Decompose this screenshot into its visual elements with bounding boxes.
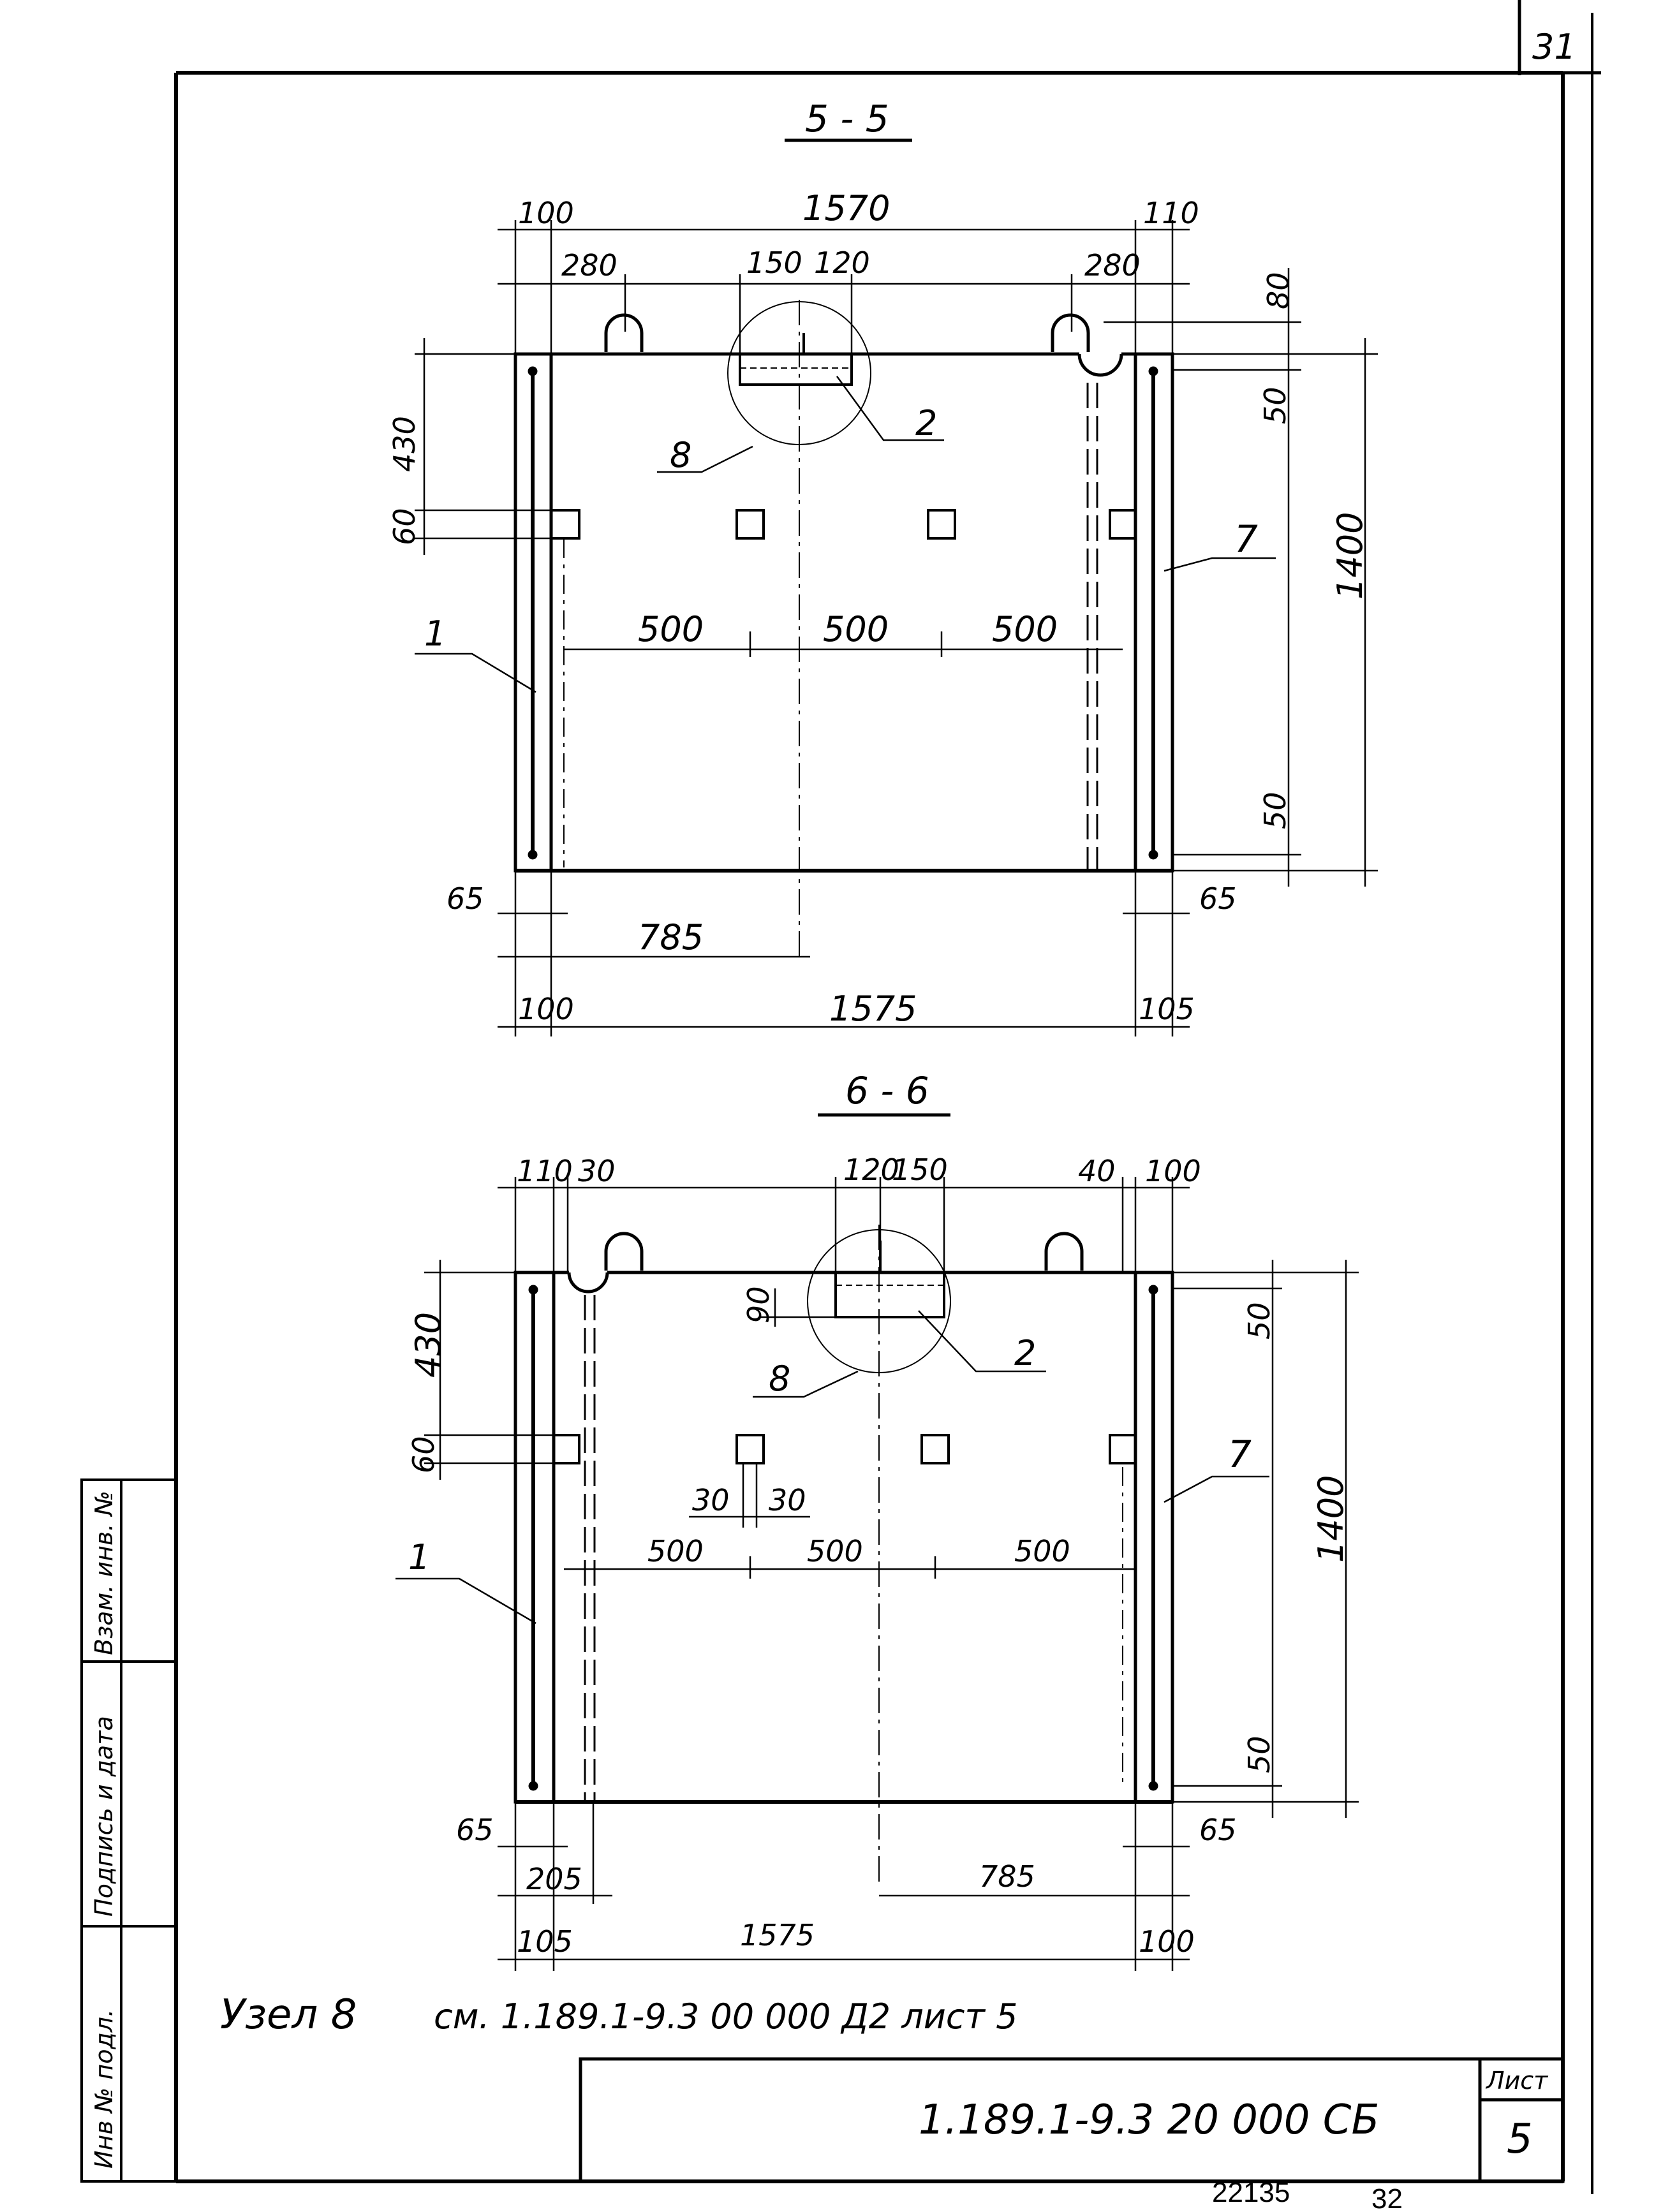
- side-stamp: Инв № подл. Подпись и дата Взам. инв. №: [80, 1478, 177, 2183]
- dim-label: 50: [1242, 1302, 1276, 1339]
- dim-label: 110: [517, 1154, 573, 1188]
- dim-label: 500: [823, 609, 889, 649]
- dimension-lines: [395, 1177, 1359, 1971]
- section-5-5: 5 - 5: [387, 97, 1378, 1036]
- stamp-cell: Подпись и дата: [90, 1716, 118, 1917]
- dim-label: 500: [638, 609, 704, 649]
- node-reference: см. 1.189.1-9.3 00 000 Д2 лист 5: [434, 1996, 1018, 2037]
- dim-label: 430: [408, 1312, 448, 1378]
- sheet-number: 5: [1507, 2116, 1533, 2163]
- dim-label: 500: [647, 1534, 704, 1568]
- dim-label: 500: [807, 1534, 863, 1568]
- document-code: 1.189.1-9.3 20 000 СБ: [919, 2097, 1379, 2144]
- dim-label: 205: [526, 1862, 582, 1896]
- leader-label: 8: [670, 435, 691, 475]
- dim-label: 150: [892, 1153, 948, 1187]
- dim-label: 120: [814, 246, 870, 280]
- dim-label: 785: [979, 1859, 1035, 1894]
- dim-label: 785: [638, 917, 704, 957]
- dim-label: 105: [1139, 992, 1195, 1026]
- stamp-cell: Инв № подл.: [90, 2009, 118, 2169]
- archive-number: 22135: [1212, 2177, 1290, 2208]
- dim-label: 1575: [829, 989, 917, 1029]
- dim-label: 1575: [740, 1918, 815, 1952]
- node-label: Узел 8: [220, 1991, 357, 2039]
- dim-label: 65: [456, 1813, 494, 1847]
- dim-label: 120: [843, 1153, 899, 1187]
- title-block: 1.189.1-9.3 20 000 СБ Лист 5: [579, 2057, 1565, 2183]
- leader-label: 1: [424, 614, 446, 654]
- dim-label: 1400: [1330, 512, 1370, 600]
- dim-label: 50: [1242, 1736, 1276, 1773]
- dim-label: 50: [1258, 792, 1292, 829]
- dim-label: 280: [1084, 248, 1141, 283]
- dim-label: 100: [1145, 1154, 1201, 1188]
- stamp-cell: Взам. инв. №: [90, 1491, 118, 1655]
- leader-label: 1: [408, 1537, 430, 1577]
- leader-label: 8: [769, 1359, 790, 1399]
- dim-label: 100: [1139, 1924, 1195, 1959]
- dim-label: 30: [769, 1483, 806, 1517]
- dim-label: 1570: [802, 188, 890, 228]
- dim-label: 150: [746, 246, 802, 280]
- footer-page: 32: [1371, 2183, 1403, 2212]
- dim-label: 60: [387, 508, 422, 545]
- leader-label: 7: [1234, 517, 1258, 561]
- dim-label: 30: [578, 1154, 616, 1188]
- page-number: 31: [1532, 27, 1576, 67]
- panel-outline: [514, 300, 1174, 963]
- dim-label: 430: [387, 416, 422, 472]
- dim-label: 100: [518, 196, 574, 230]
- dimension-labels: 100 1570 110 280 150 120 280 80 50 1400 …: [387, 188, 1370, 1029]
- dim-label: 90: [741, 1286, 776, 1324]
- dim-label: 50: [1258, 387, 1292, 424]
- dim-label: 30: [692, 1483, 730, 1517]
- sheet-label: Лист: [1485, 2067, 1549, 2095]
- dim-label: 60: [406, 1436, 441, 1473]
- dim-label: 1400: [1311, 1475, 1351, 1563]
- dim-label: 100: [518, 992, 574, 1026]
- dimension-lines: [415, 220, 1378, 1036]
- section-title: 6 - 6: [845, 1069, 929, 1112]
- leader-label: 7: [1228, 1433, 1252, 1476]
- dim-label: 105: [517, 1924, 573, 1959]
- dim-label: 280: [561, 248, 617, 283]
- panel-outline: [514, 1225, 1174, 1888]
- dim-label: 500: [992, 609, 1058, 649]
- section-6-6: 6 - 6: [395, 1069, 1359, 1971]
- dimension-labels: 110 30 120 150 40 100 430 60 90 50 1400 …: [406, 1153, 1351, 1959]
- leader-label: 2: [1014, 1333, 1036, 1373]
- dim-label: 65: [447, 881, 484, 916]
- page-number-box: 31: [1518, 0, 1601, 75]
- dim-label: 110: [1143, 196, 1199, 230]
- node-reference-note: Узел 8 см. 1.189.1-9.3 00 000 Д2 лист 5: [220, 1991, 1018, 2039]
- dim-label: 40: [1078, 1154, 1116, 1188]
- dim-label: 500: [1014, 1534, 1070, 1568]
- dim-label: 80: [1261, 272, 1296, 309]
- leader-label: 2: [915, 403, 937, 443]
- section-title: 5 - 5: [805, 97, 889, 140]
- dim-label: 65: [1199, 1813, 1237, 1847]
- dim-label: 65: [1199, 881, 1237, 916]
